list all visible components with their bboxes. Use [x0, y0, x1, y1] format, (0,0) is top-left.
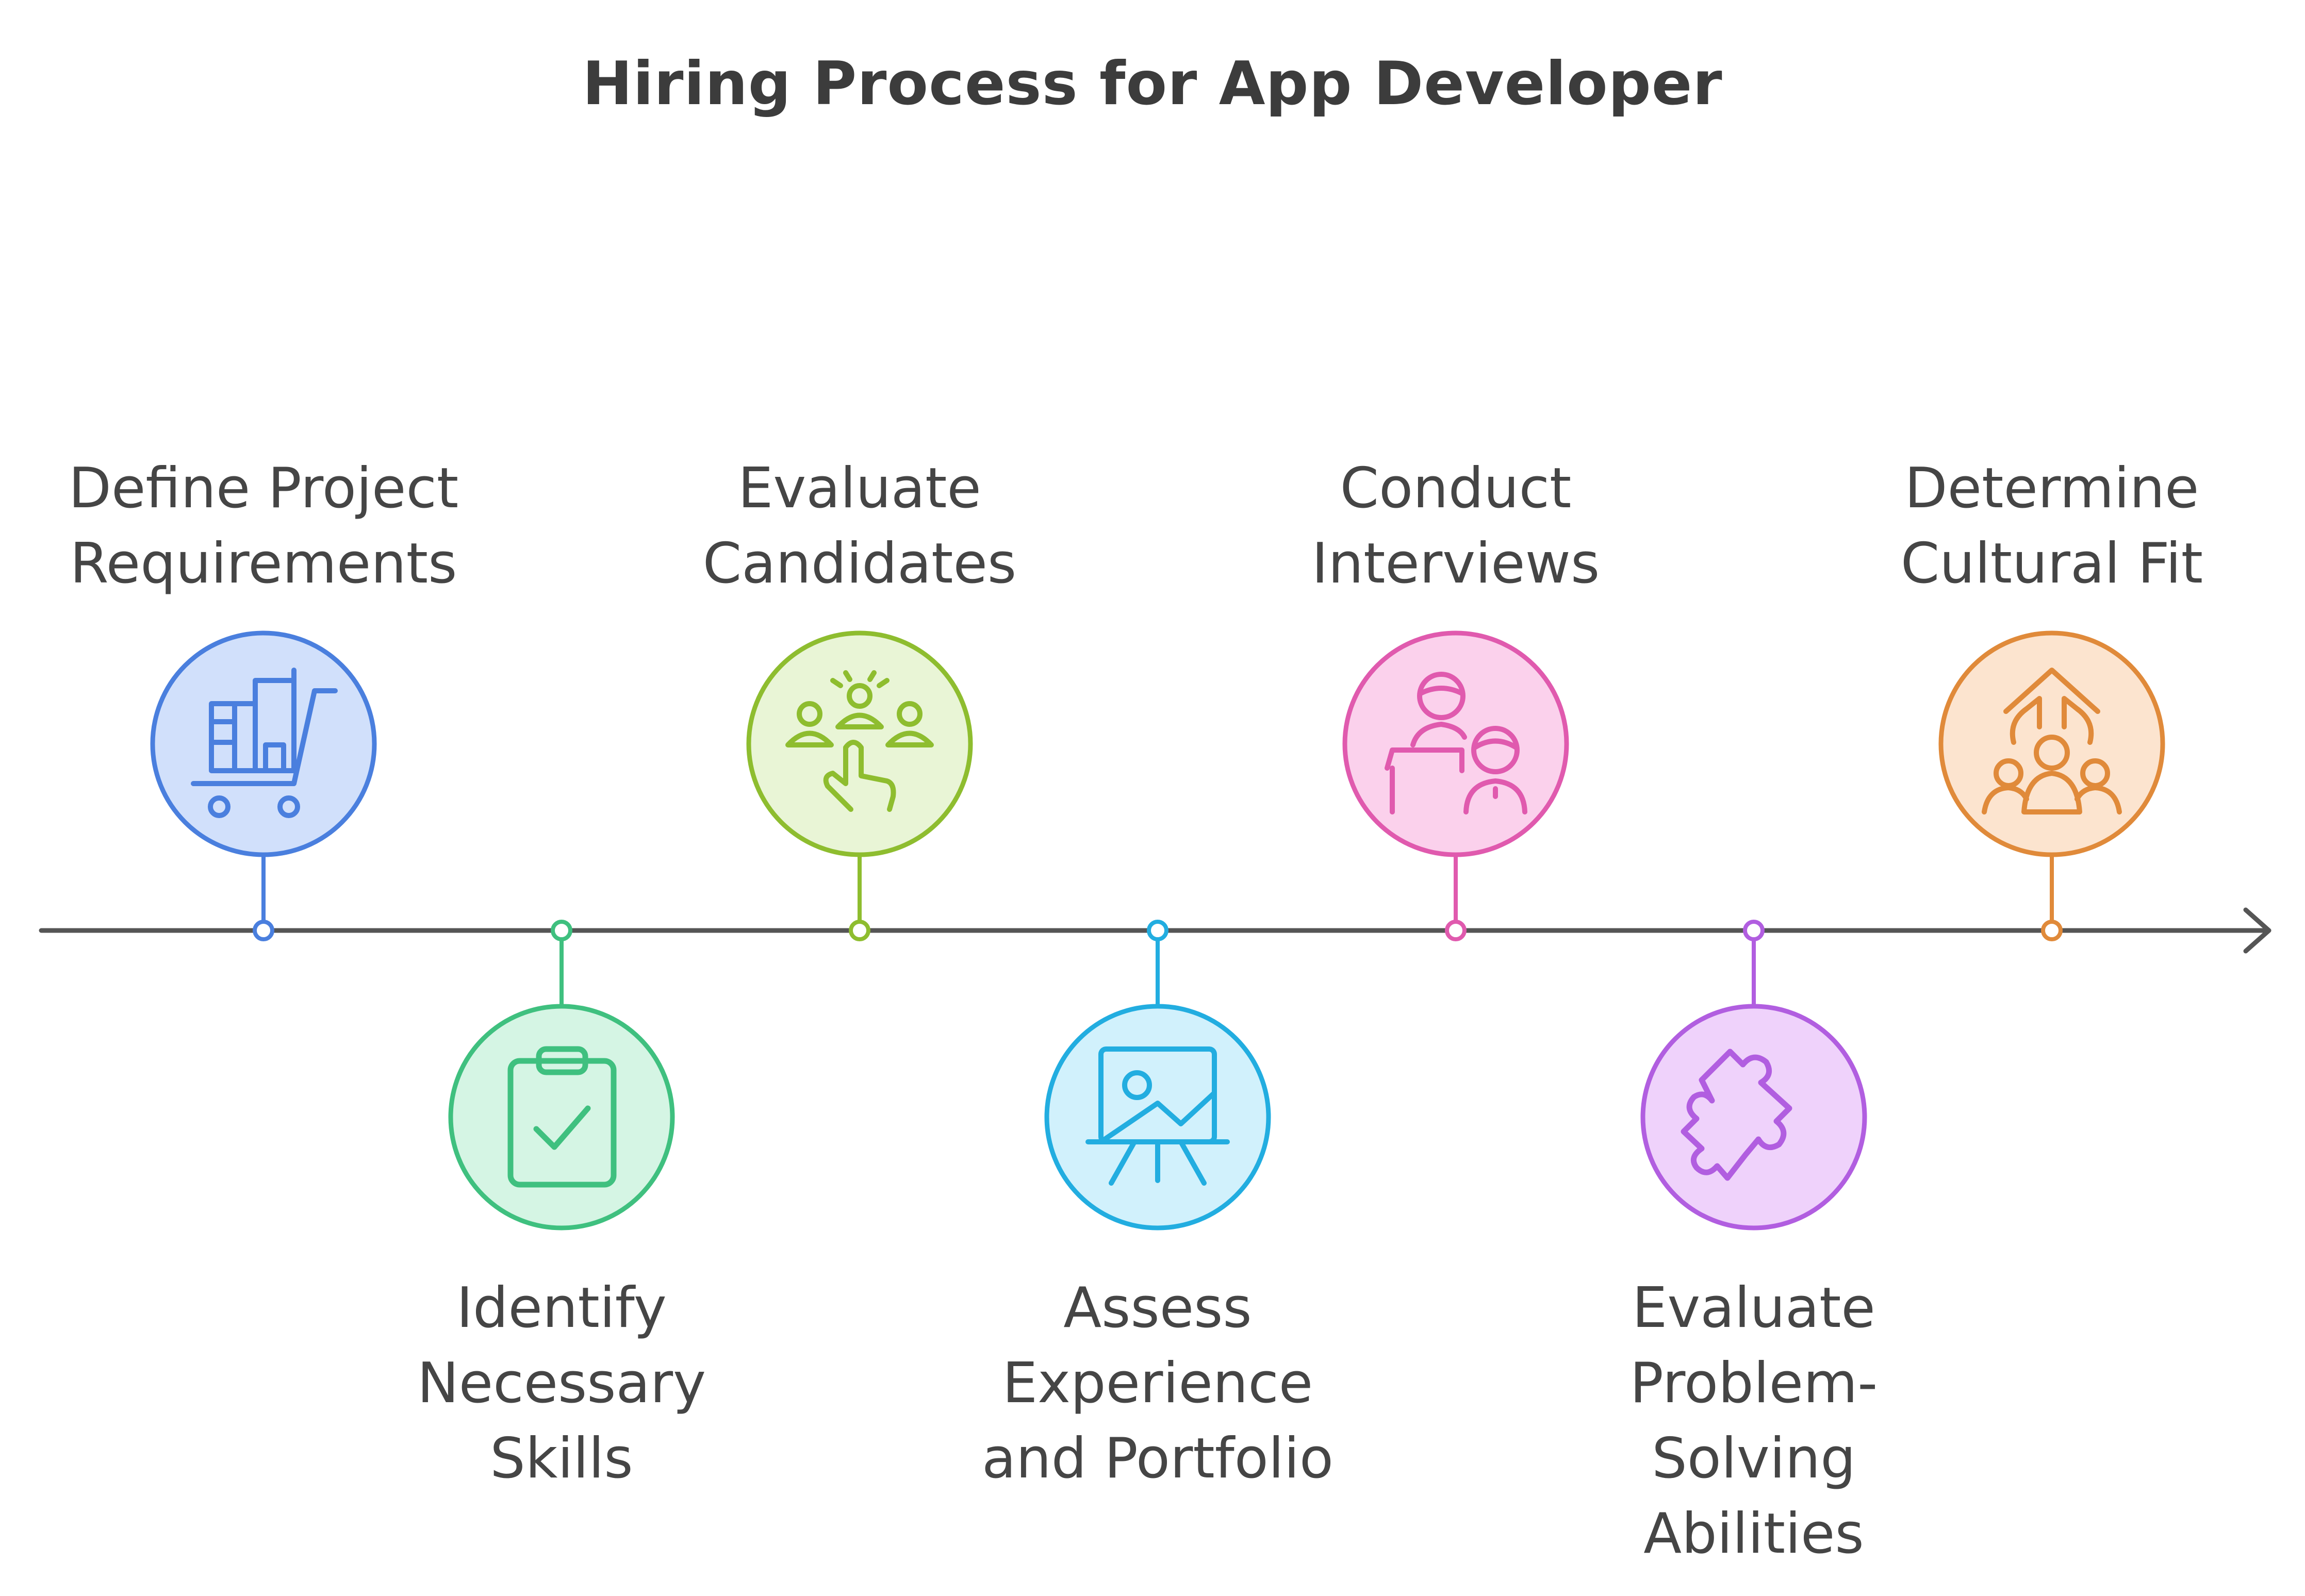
- step-3: [746, 630, 973, 941]
- step-2-circle: [448, 1004, 675, 1231]
- step-7-circle: [1938, 630, 2165, 857]
- step-5-label: Conduct Interviews: [1311, 456, 1600, 596]
- shopping-cart-building-icon: [191, 668, 338, 818]
- step-6: [1640, 920, 1867, 1231]
- step-3-node: [849, 920, 870, 941]
- step-7: [1938, 630, 2165, 941]
- step-1-node: [253, 920, 274, 941]
- step-4-label: Assess Experience and Portfolio: [982, 1276, 1333, 1491]
- step-1: [150, 630, 377, 941]
- step-1-label: Define Project Requirements: [68, 456, 459, 596]
- step-2-node: [551, 920, 572, 941]
- step-5: [1342, 630, 1569, 941]
- step-5-circle: [1342, 630, 1569, 857]
- step-7-label: Determine Cultural Fit: [1900, 456, 2203, 596]
- step-6-node: [1743, 920, 1765, 941]
- puzzle-piece-icon: [1681, 1049, 1792, 1181]
- step-6-circle: [1640, 1004, 1867, 1231]
- step-3-label: Evaluate Candidates: [702, 456, 1017, 596]
- step-5-node: [1445, 920, 1467, 941]
- interview-people-icon: [1385, 672, 1527, 814]
- diagram-title: Hiring Process for App Developer: [582, 49, 1723, 119]
- step-4: [1044, 920, 1271, 1231]
- step-4-node: [1147, 920, 1168, 941]
- clipboard-check-icon: [507, 1046, 617, 1188]
- timeline-arrowhead: [2243, 907, 2271, 954]
- step-4-circle: [1044, 1004, 1271, 1231]
- step-7-node: [2041, 920, 2063, 941]
- step-2-label: Identify Necessary Skills: [417, 1276, 706, 1491]
- step-6-label: Evaluate Problem- Solving Abilities: [1629, 1276, 1878, 1566]
- step-2: [448, 920, 675, 1231]
- candidates-select-icon: [785, 670, 934, 812]
- team-growth-icon: [1982, 668, 2122, 814]
- presentation-board-icon: [1085, 1046, 1230, 1186]
